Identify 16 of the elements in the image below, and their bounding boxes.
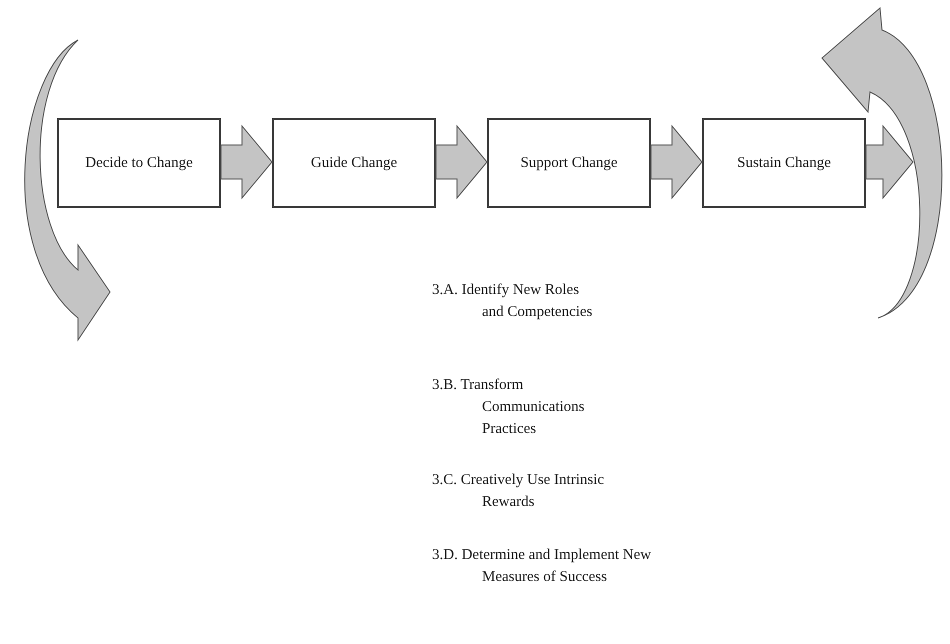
box-label: Support Change — [520, 154, 618, 173]
block-arrow — [220, 124, 273, 200]
process-box — [272, 118, 436, 208]
list-item: 3.C. Creatively Use Intrinsic Rewards — [432, 471, 606, 512]
process-box — [702, 118, 866, 208]
process-box — [487, 118, 651, 208]
box-label: Sustain Change — [737, 154, 831, 173]
list-item: 3.D. Determine and Implement New Measures of Success — [432, 546, 652, 587]
block-arrow — [650, 124, 703, 200]
list-item: 3.B. Transform Communications Practices — [432, 376, 586, 439]
process-box — [57, 118, 221, 208]
block-arrow — [866, 124, 914, 200]
box-label: Guide Change — [310, 154, 398, 173]
list-item: 3.A. Identify New Roles and Competencies — [432, 281, 594, 322]
box-label: Decide to Change — [85, 154, 193, 173]
block-arrow — [436, 124, 488, 200]
